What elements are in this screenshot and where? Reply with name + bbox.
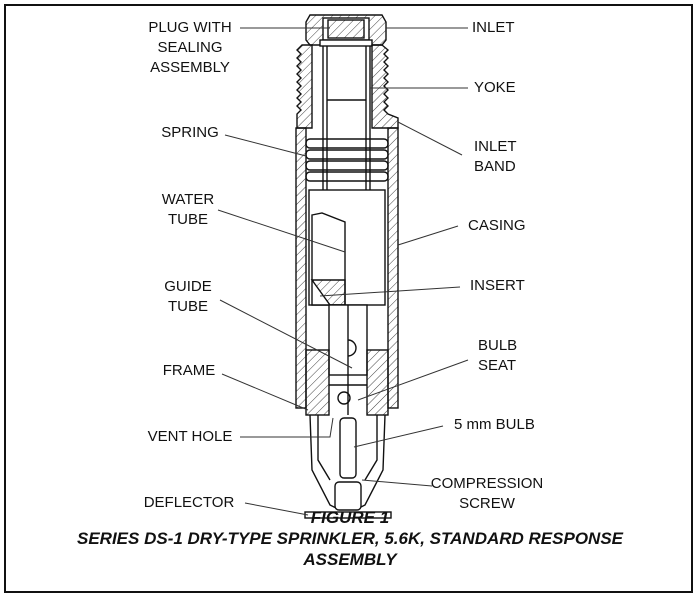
label-compression-screw-line1: COMPRESSION (430, 475, 544, 492)
label-bulb-seat: BULB SEAT (478, 336, 517, 376)
casing-left (295, 127, 307, 409)
inlet-threads (296, 44, 313, 129)
label-spring: SPRING (161, 124, 219, 141)
label-inlet-band: INLET BAND (474, 137, 517, 177)
frame-right (366, 349, 389, 416)
label-inlet: INLET (472, 19, 515, 36)
bulb (339, 417, 357, 479)
label-frame: FRAME (162, 362, 216, 379)
label-water-tube-line1: WATER (161, 191, 215, 208)
label-yoke: YOKE (474, 79, 516, 96)
label-compression-screw-line2: SCREW (459, 495, 515, 512)
figure-caption-line2: ASSEMBLY (303, 550, 397, 569)
label-deflector: DEFLECTOR (143, 494, 235, 511)
leader-lines (217, 27, 469, 516)
label-plug-line2: SEALING (157, 39, 223, 56)
label-vent-hole: VENT HOLE (147, 428, 233, 445)
label-guide-tube: GUIDE TUBE (164, 277, 212, 317)
label-guide-tube-line2: TUBE (167, 298, 209, 315)
label-water-tube-line2: TUBE (167, 211, 208, 228)
label-casing: CASING (468, 217, 526, 234)
deflector (304, 511, 392, 519)
label-compression-screw: COMPRESSION SCREW (431, 474, 544, 514)
label-inlet-band-line2: BAND (474, 158, 516, 175)
label-plug-line1: PLUG WITH (148, 19, 232, 36)
label-water-tube: WATER TUBE (162, 190, 215, 230)
casing-right (387, 127, 399, 409)
figure-caption-line1: SERIES DS-1 DRY-TYPE SPRINKLER, 5.6K, ST… (77, 529, 623, 548)
label-insert: INSERT (470, 277, 525, 294)
label-bulb-seat-line1: BULB (478, 337, 518, 354)
label-bulb: 5 mm BULB (454, 416, 535, 433)
label-plug: PLUG WITH SEALING ASSEMBLY (148, 18, 231, 78)
label-plug-line3: ASSEMBLY (150, 59, 230, 76)
label-bulb-seat-line2: SEAT (478, 357, 517, 374)
frame-left (305, 349, 330, 416)
figure-number: FIGURE 1 (310, 508, 390, 527)
figure-border (4, 4, 693, 593)
label-guide-tube-line1: GUIDE (164, 278, 212, 295)
spring (305, 138, 389, 182)
label-inlet-band-line1: INLET (474, 138, 517, 155)
compression-screw (334, 481, 362, 511)
